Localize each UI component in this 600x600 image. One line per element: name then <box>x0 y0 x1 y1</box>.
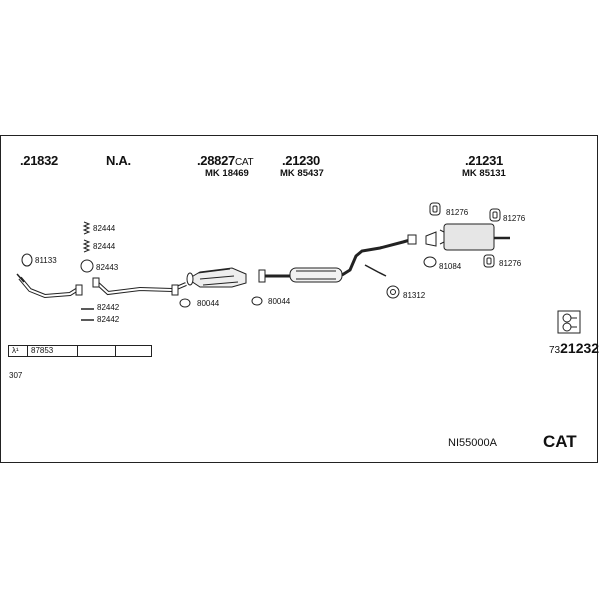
group-code-21231: .21231 <box>465 153 503 168</box>
part-label-81312: 81312 <box>403 291 426 300</box>
gasket-80044-icon <box>179 298 191 308</box>
rubber-hanger-81276-icon <box>483 254 495 268</box>
part-label-81084: 81084 <box>439 262 462 271</box>
group-mk-85437: MK 85437 <box>280 168 324 179</box>
rubber-hanger-81276-icon <box>429 202 441 216</box>
gasket-81133-icon <box>21 253 33 267</box>
gasket-81084-icon <box>423 256 437 268</box>
part-label-81276: 81276 <box>499 259 522 268</box>
group-code-28827: .28827CAT <box>197 153 254 168</box>
spring-82444-icon <box>82 221 91 235</box>
gasket-80044-icon <box>251 296 263 306</box>
model-code: 307 <box>9 371 23 380</box>
group-code-21832: .21832 <box>20 153 58 168</box>
group-mk-18469: MK 18469 <box>205 168 249 179</box>
part-label-80044: 80044 <box>268 297 291 306</box>
group-code-na: N.A. <box>106 153 131 168</box>
info-table-cell-87853: 87853 <box>28 346 78 356</box>
group-code-21230: .21230 <box>282 153 320 168</box>
rear-silencer-icon <box>425 223 510 251</box>
kit-number: 7321232 <box>549 340 599 358</box>
kit-number-prefix: 73 <box>549 345 561 356</box>
part-label-82442: 82442 <box>97 315 120 324</box>
part-label-82443: 82443 <box>96 263 119 272</box>
reference-code: NI55000A <box>448 437 497 449</box>
hanger-81312-icon <box>386 285 400 299</box>
part-label-81276: 81276 <box>503 214 526 223</box>
spring-82444-icon <box>82 239 91 253</box>
group-suffix-cat: CAT <box>234 157 254 168</box>
info-table: λ¹ 87853 <box>8 345 152 357</box>
kit-number-main: 21232 <box>560 340 600 356</box>
part-label-81133: 81133 <box>35 256 57 265</box>
part-label-82442: 82442 <box>97 303 120 312</box>
gasket-82443-icon <box>80 259 94 273</box>
schematic-legend-icon <box>557 310 581 334</box>
rubber-hanger-81276-icon <box>489 208 501 222</box>
catalytic-converter-icon <box>186 267 247 288</box>
info-table-cell-lambda: λ¹ <box>9 346 28 356</box>
diagram-frame <box>0 135 598 463</box>
group-mk-85131: MK 85131 <box>462 168 506 179</box>
info-table-cell-empty <box>116 346 151 356</box>
part-label-82444: 82444 <box>93 242 116 251</box>
part-label-82444: 82444 <box>93 224 116 233</box>
center-muffler-icon <box>258 234 417 283</box>
cat-label: CAT <box>543 432 577 451</box>
part-label-81276: 81276 <box>446 208 469 217</box>
part-label-80044: 80044 <box>197 299 220 308</box>
info-table-cell-empty <box>78 346 116 356</box>
